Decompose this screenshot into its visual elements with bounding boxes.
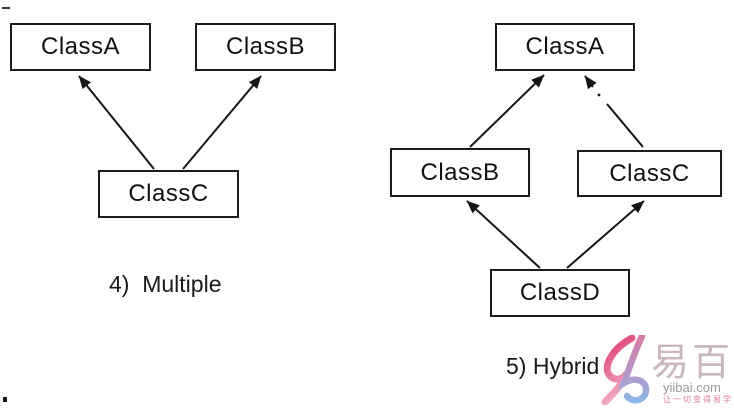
- arrow-classb-to-classa: [469, 74, 545, 148]
- yiibai-slogan-text: 让一切变得易学: [663, 395, 733, 404]
- class-box-hybrid-classa: ClassA: [495, 23, 635, 71]
- arrow-classc-to-classa: [78, 75, 155, 170]
- yiibai-domain-text: yiibai.com: [663, 380, 721, 395]
- class-box-hybrid-classb: ClassB: [390, 148, 530, 197]
- yiibai-logo-icon: [601, 335, 650, 405]
- stray-mark-top-left: [2, 7, 10, 9]
- arrow-classd-to-classc: [566, 200, 645, 269]
- arrow-classc2-to-classa-dot: [597, 93, 601, 97]
- class-box-hybrid-classd: ClassD: [490, 269, 630, 317]
- arrow-classc-to-classb: [182, 75, 262, 170]
- logo-pink-stroke: [601, 335, 636, 405]
- yiibai-brand-text: 易百: [651, 342, 734, 384]
- arrow-classd-to-classb: [466, 200, 541, 269]
- class-box-multiple-classc: ClassC: [98, 170, 239, 218]
- arrow-classc2-to-classa-head: [584, 75, 597, 90]
- arrow-classc2-to-classa-shaft: [606, 103, 644, 148]
- stray-mark-bottom-left: [3, 397, 7, 402]
- caption-hybrid: 5) Hybrid: [506, 353, 600, 379]
- class-box-multiple-classa: ClassA: [10, 23, 151, 71]
- class-box-hybrid-classc: ClassC: [577, 150, 722, 197]
- caption-multiple: 4) Multiple: [109, 271, 222, 297]
- class-box-multiple-classb: ClassB: [195, 23, 336, 71]
- logo-blue-stroke: [618, 335, 650, 404]
